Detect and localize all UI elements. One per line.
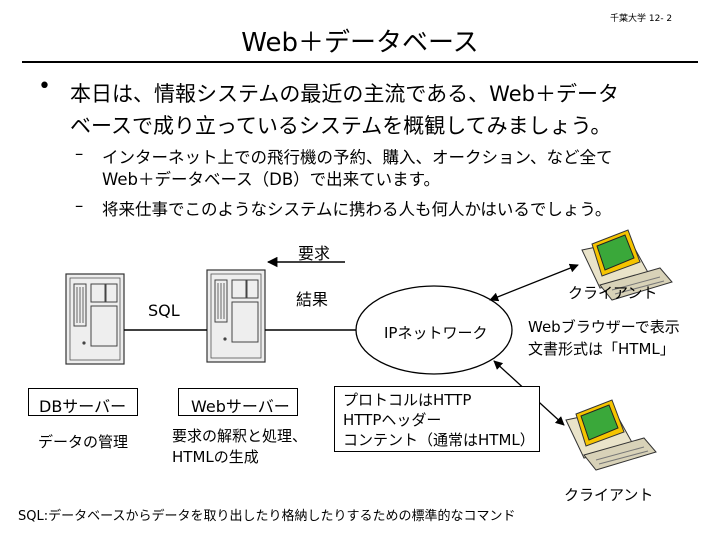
sub-bullet-marker: – bbox=[75, 144, 84, 163]
db-server-box: DBサーバー bbox=[28, 388, 138, 416]
web-description-line-2: HTMLの生成 bbox=[172, 448, 259, 466]
db-description: データの管理 bbox=[38, 433, 129, 451]
browser-note-line-1: Webブラウザーで表示 bbox=[528, 318, 680, 336]
protocol-line-2: HTTPヘッダー bbox=[343, 411, 442, 429]
web-server-label: Webサーバー bbox=[191, 397, 290, 416]
sub-bullet-1-line-1: インターネット上での飛行機の予約、購入、オークション、など全て bbox=[102, 148, 613, 167]
network-label: IPネットワーク bbox=[384, 324, 488, 342]
sub-bullet-marker: – bbox=[75, 196, 84, 215]
request-label: 要求 bbox=[298, 244, 331, 263]
protocol-line-1: プロトコルはHTTP bbox=[343, 391, 472, 409]
client-computer-bottom-icon bbox=[565, 399, 657, 471]
web-server-icon bbox=[206, 269, 266, 363]
sql-label: SQL bbox=[148, 301, 180, 320]
client-label-bottom: クライアント bbox=[564, 486, 654, 504]
db-server-icon bbox=[65, 273, 125, 365]
sub-bullet-2-line-1: 将来仕事でこのようなシステムに携わる人も何人かはいるでしょう。 bbox=[102, 200, 612, 219]
client-computer-top-icon bbox=[581, 229, 673, 301]
db-server-label: DBサーバー bbox=[39, 397, 127, 416]
main-bullet-line-1: 本日は、情報システムの最近の主流である、Web＋データ bbox=[70, 82, 619, 106]
result-label: 結果 bbox=[296, 290, 329, 309]
protocol-box: プロトコルはHTTP HTTPヘッダー コンテント（通常はHTML） bbox=[334, 386, 540, 452]
web-description-line-1: 要求の解釈と処理、 bbox=[172, 427, 308, 445]
title-underline bbox=[22, 61, 698, 63]
footnote: SQL:データベースからデータを取り出したり格納したりするための標準的なコマンド bbox=[18, 509, 516, 524]
browser-note-line-2: 文書形式は「HTML」 bbox=[528, 340, 675, 358]
page-number: 千葉大学 12- 2 bbox=[610, 14, 673, 24]
sub-bullet-1-line-2: Web＋データベース（DB）で出来ています。 bbox=[102, 170, 441, 189]
slide-title: Web＋データベース bbox=[241, 28, 479, 58]
link-network-client-top bbox=[489, 263, 579, 302]
bullet-marker: • bbox=[38, 74, 51, 99]
protocol-line-3: コンテント（通常はHTML） bbox=[343, 431, 535, 449]
main-bullet-line-2: ベースで成り立っているシステムを概観してみましょう。 bbox=[70, 114, 612, 138]
client-label-top: クライアント bbox=[568, 284, 658, 302]
web-server-box: Webサーバー bbox=[178, 388, 298, 416]
